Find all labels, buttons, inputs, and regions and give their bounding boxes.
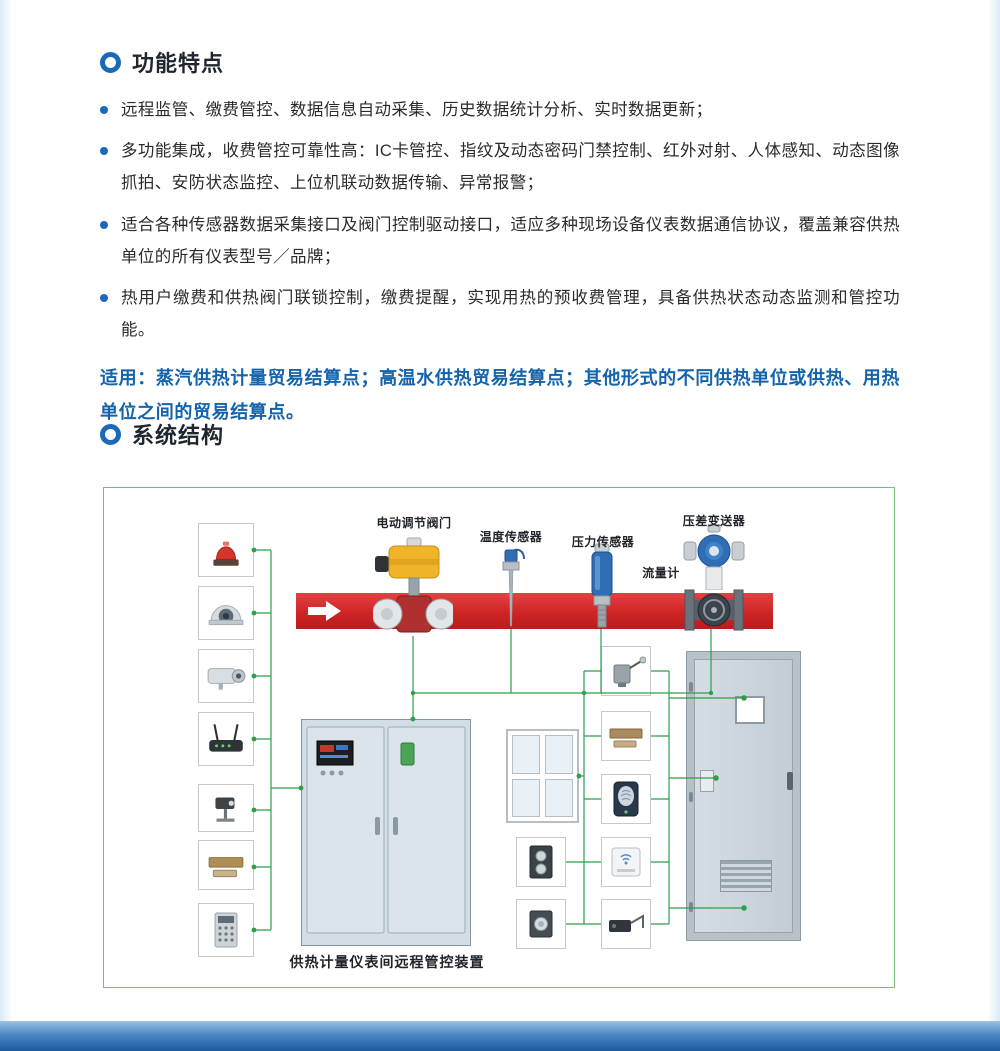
device-box xyxy=(516,899,566,949)
door-handle xyxy=(787,772,793,790)
dp-transmitter-illustration xyxy=(683,524,745,590)
door-hinge xyxy=(689,682,693,692)
device-box xyxy=(516,837,566,887)
bullet-dot-icon xyxy=(100,147,108,156)
device-box xyxy=(198,903,254,957)
features-title-row: 功能特点 xyxy=(100,46,900,78)
pressure-sensor-illustration xyxy=(591,543,613,628)
device-box xyxy=(601,646,651,696)
features-title: 功能特点 xyxy=(132,51,225,76)
device-box xyxy=(601,837,651,887)
pressure-sensor-label: 压力传感器 xyxy=(571,535,635,549)
device-box xyxy=(198,523,254,577)
magnetic-lock-icon xyxy=(609,728,643,748)
window-pane xyxy=(545,735,573,774)
electric-valve-illustration xyxy=(373,537,453,633)
access-keypad-icon xyxy=(214,912,238,948)
feature-text: 远程监管、缴费管控、数据信息自动采集、历史数据统计分析、实时数据更新； xyxy=(121,101,713,119)
list-item: 多功能集成，收费管控可靠性高：IC卡管控、指纹及动态密码门禁控制、红外对射、人体… xyxy=(100,135,900,199)
device-box xyxy=(601,774,651,824)
wireless-router-icon xyxy=(209,724,243,752)
device-box xyxy=(198,784,254,832)
door-illustration xyxy=(686,651,801,941)
flow-meter-label: 流量计 xyxy=(642,566,680,580)
valve-label: 电动调节阀门 xyxy=(376,516,452,530)
feature-text: 适合各种传感器数据采集接口及阀门控制驱动接口，适应多种现场设备仪表数据通信协议，… xyxy=(121,215,900,266)
bottom-band xyxy=(0,1021,1000,1051)
device-box xyxy=(198,586,254,640)
device-box xyxy=(198,840,254,890)
feature-text: 热用户缴费和供热阀门联锁控制，缴费提醒，实现用热的预收费管理，具备供热状态动态监… xyxy=(121,288,900,340)
window-pane xyxy=(512,778,540,817)
device-box xyxy=(601,711,651,761)
section-ring-icon xyxy=(100,51,121,73)
system-diagram: 电动调节阀门 温度传感器 压力传感器 压差变送器 流量计 供热计量仪表间远程管控… xyxy=(103,487,895,988)
device-box xyxy=(198,712,254,766)
device-box xyxy=(601,899,651,949)
dp-transmitter-label: 压差变送器 xyxy=(682,514,746,528)
alarm-beacon-icon xyxy=(213,541,239,566)
bullet-dot-icon xyxy=(100,220,108,229)
dome-camera-icon xyxy=(208,605,244,626)
features-list: 远程监管、缴费管控、数据信息自动采集、历史数据统计分析、实时数据更新； 多功能集… xyxy=(100,94,900,346)
left-edge-decoration xyxy=(0,0,12,1021)
list-item: 适合各种传感器数据采集接口及阀门控制驱动接口，适应多种现场设备仪表数据通信协议，… xyxy=(100,209,900,273)
bullet-dot-icon xyxy=(100,293,108,302)
magnetic-lock-icon xyxy=(208,857,244,878)
structure-title: 系统结构 xyxy=(132,423,225,448)
card-reader-icon xyxy=(611,847,641,877)
section-ring-icon xyxy=(100,423,121,445)
right-edge-decoration xyxy=(988,0,1000,1021)
device-box xyxy=(198,649,254,703)
flow-arrow-icon xyxy=(308,601,341,621)
exit-button-icon xyxy=(529,910,553,938)
features-section: 功能特点 远程监管、缴费管控、数据信息自动采集、历史数据统计分析、实时数据更新；… xyxy=(100,46,900,429)
window-illustration xyxy=(506,729,579,823)
window-pane xyxy=(545,778,573,817)
temperature-sensor-illustration xyxy=(502,548,525,627)
ir-detector-icon xyxy=(215,797,235,822)
exit-button-pair-icon xyxy=(529,845,553,879)
applicable-note: 适用：蒸汽供热计量贸易结算点；高温水供热贸易结算点；其他形式的不同供热单位或供热… xyxy=(100,368,900,422)
door-window xyxy=(735,696,765,724)
door-vent-grille xyxy=(720,860,772,892)
window-pane xyxy=(512,735,540,774)
door-hinge xyxy=(689,902,693,912)
control-cabinet-illustration xyxy=(301,719,471,946)
list-item: 热用户缴费和供热阀门联锁控制，缴费提醒，实现用热的预收费管理，具备供热状态动态监… xyxy=(100,282,900,346)
fingerprint-reader-icon xyxy=(613,781,639,817)
bullet-dot-icon xyxy=(100,106,108,114)
limit-switch-icon xyxy=(613,656,646,687)
feature-text: 多功能集成，收费管控可靠性高：IC卡管控、指纹及动态密码门禁控制、红外对射、人体… xyxy=(121,142,900,193)
list-item: 远程监管、缴费管控、数据信息自动采集、历史数据统计分析、实时数据更新； xyxy=(100,94,900,126)
flow-meter-illustration xyxy=(684,589,744,631)
cabinet-label: 供热计量仪表间远程管控装置 xyxy=(289,954,485,970)
temp-sensor-label: 温度传感器 xyxy=(479,530,543,544)
box-camera-icon xyxy=(207,668,246,690)
door-closer-icon xyxy=(609,914,644,932)
structure-title-row: 系统结构 xyxy=(100,418,900,450)
door-hinge xyxy=(689,792,693,802)
door-lock-plate xyxy=(700,770,714,792)
